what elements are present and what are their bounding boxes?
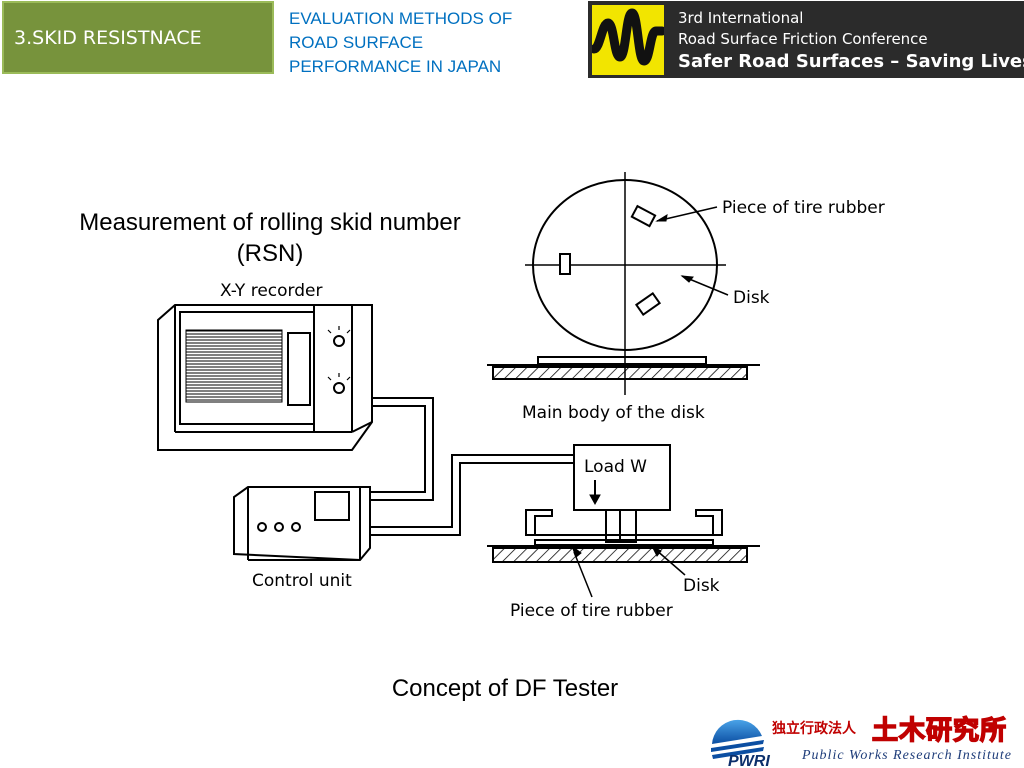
label-piece-of-tire-rubber-top: Piece of tire rubber [722, 198, 885, 218]
control-unit [233, 486, 371, 562]
header-title-line-3: PERFORMANCE IN JAPAN [289, 57, 502, 76]
label-piece-of-tire-rubber-bottom: Piece of tire rubber [510, 601, 673, 621]
measurement-title: Measurement of rolling skid number (RSN) [30, 207, 510, 269]
conference-banner: 3rd International Road Surface Friction … [588, 1, 1024, 78]
label-xy-recorder: X-Y recorder [220, 281, 322, 301]
header-title-line-1: EVALUATION METHODS OF [289, 9, 513, 28]
pwri-org-en: Public Works Research Institute [802, 748, 1012, 763]
measurement-title-line-2: (RSN) [236, 240, 304, 267]
conference-logo-icon [589, 5, 667, 75]
label-disk-bottom: Disk [683, 576, 720, 596]
conference-line-2: Road Surface Friction Conference [678, 30, 928, 48]
measurement-title-line-1: Measurement of rolling skid number [79, 209, 461, 236]
label-control-unit: Control unit [252, 571, 352, 591]
pwri-org-jp-small: 独立行政法人 [772, 720, 856, 736]
pwri-abbr: PWRI [728, 753, 770, 768]
cables [370, 397, 575, 536]
conference-line-3: Safer Road Surfaces – Saving Lives [678, 51, 1024, 72]
header-title-line-2: ROAD SURFACE [289, 33, 424, 52]
disk-top-view [525, 172, 729, 395]
load-side-view [487, 444, 760, 598]
label-disk-top: Disk [733, 288, 770, 308]
section-tab-label: 3.SKID RESISTNACE [14, 26, 202, 49]
xy-recorder [157, 304, 373, 451]
header-title: EVALUATION METHODS OF ROAD SURFACE PERFO… [289, 7, 579, 79]
main-body-side-view [487, 356, 760, 380]
pwri-globe-icon: PWRI [711, 719, 770, 768]
conference-line-1: 3rd International [678, 9, 804, 27]
label-main-body-of-the-disk: Main body of the disk [522, 403, 705, 423]
pwri-logo: PWRI 独立行政法人 土木研究所 Public Works Research … [706, 708, 1024, 768]
figure-caption: Concept of DF Tester [391, 675, 619, 702]
pwri-org-jp-large: 土木研究所 [871, 714, 1008, 746]
section-tab: 3.SKID RESISTNACE [2, 1, 274, 74]
label-load-w: Load W [584, 457, 647, 477]
